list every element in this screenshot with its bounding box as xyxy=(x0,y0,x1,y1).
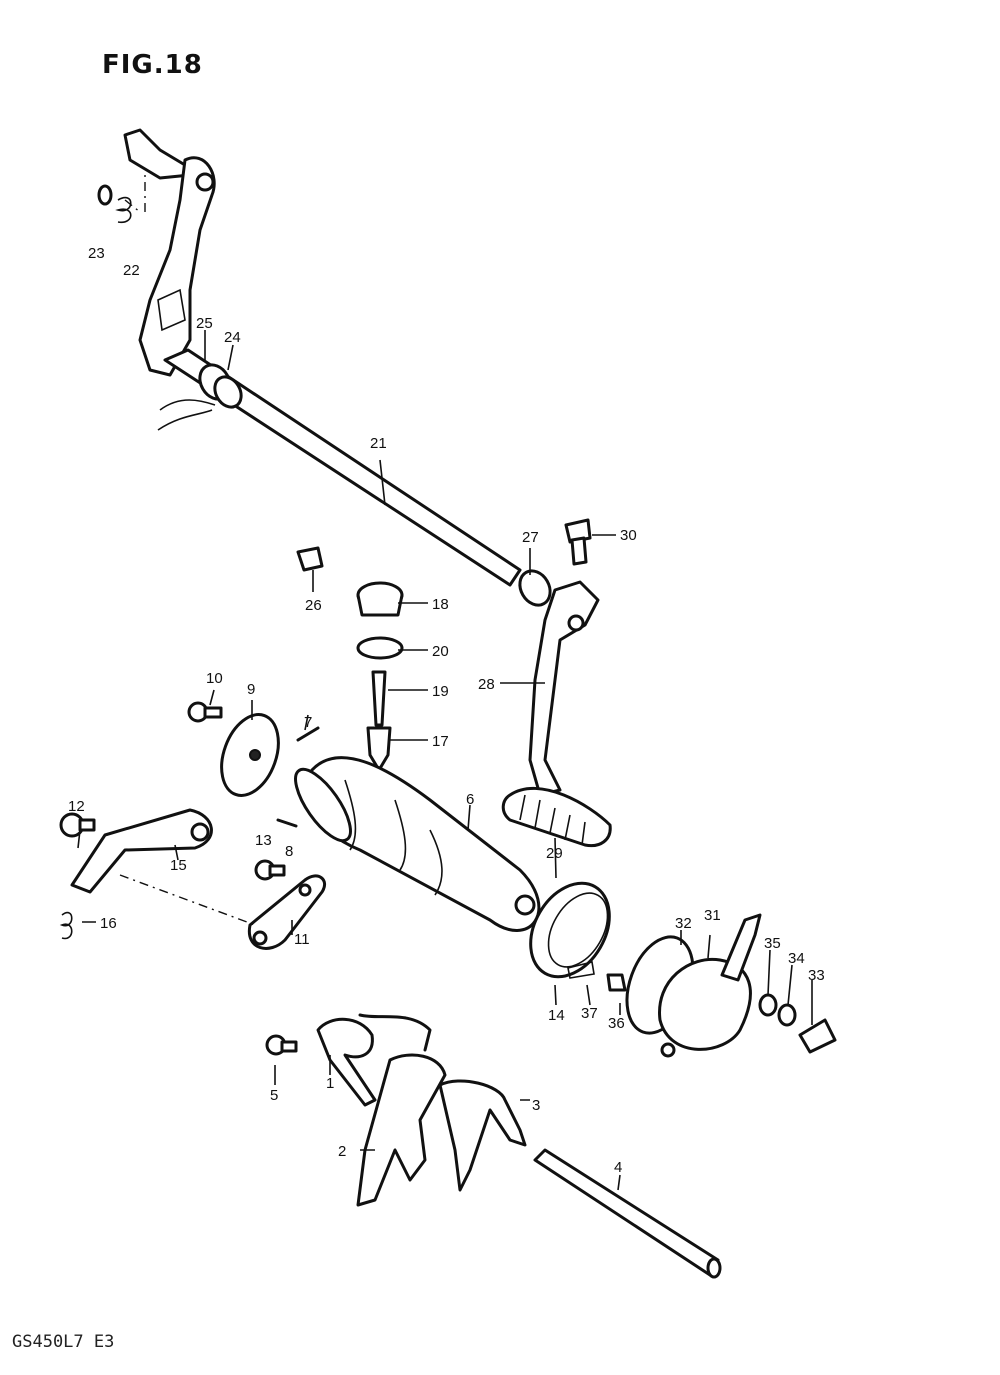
callout-36: 36 xyxy=(608,1015,625,1032)
bolt-12 xyxy=(59,812,96,838)
callout-25: 25 xyxy=(196,315,213,332)
callout-8: 8 xyxy=(285,843,293,860)
callout-27: 27 xyxy=(522,529,539,546)
callout-19: 19 xyxy=(432,683,449,700)
figure-title: FIG.18 xyxy=(102,50,203,80)
callout-37: 37 xyxy=(581,1005,598,1022)
footrest-rubber-29 xyxy=(501,786,612,848)
callout-16: 16 xyxy=(100,915,117,932)
stopper-17 xyxy=(366,726,392,772)
spring-16 xyxy=(59,911,73,940)
callout-26: 26 xyxy=(305,597,322,614)
callout-33: 33 xyxy=(808,967,825,984)
washer-20 xyxy=(356,636,404,660)
callout-21: 21 xyxy=(370,435,387,452)
bolt-30 xyxy=(564,518,592,566)
model-code: GS450L7 E3 xyxy=(12,1332,115,1352)
callout-4: 4 xyxy=(614,1159,622,1176)
circlip-23 xyxy=(97,184,113,206)
callout-6: 6 xyxy=(466,791,474,808)
leader-dash-15-11 xyxy=(119,874,256,926)
callout-24: 24 xyxy=(224,329,241,346)
callout-31: 31 xyxy=(704,907,721,924)
plug-18 xyxy=(356,581,404,617)
bolt-26 xyxy=(296,546,324,572)
callout-11: 11 xyxy=(294,931,310,948)
shift-fork-2 xyxy=(356,1053,447,1207)
screw-33 xyxy=(798,1018,837,1054)
leader-lines xyxy=(77,330,813,1191)
callout-30: 30 xyxy=(620,527,637,544)
callout-9: 9 xyxy=(247,681,255,698)
spring-19 xyxy=(371,670,387,727)
shift-fork-1 xyxy=(316,1013,432,1107)
callout-17: 17 xyxy=(432,733,449,750)
bearing-14 xyxy=(529,881,611,979)
callout-3: 3 xyxy=(532,1097,540,1114)
fork-shaft-4 xyxy=(533,1148,722,1279)
stopper-plate-9 xyxy=(220,713,280,797)
callout-1: 1 xyxy=(326,1075,334,1092)
pin-36 xyxy=(606,973,627,992)
bolt-13 xyxy=(254,859,286,881)
bolt-5 xyxy=(265,1034,298,1056)
spring-22 xyxy=(115,175,146,223)
callout-18: 18 xyxy=(432,596,449,613)
gearshift-lever-28 xyxy=(528,580,600,797)
cam-driven-gear-15 xyxy=(70,808,213,894)
callout-22: 22 xyxy=(123,262,140,279)
callout-10: 10 xyxy=(206,670,223,687)
washer-35 xyxy=(758,993,778,1017)
pin-7 xyxy=(296,726,320,742)
gearshift-arm-assembly xyxy=(123,128,216,377)
stopper-plate-11 xyxy=(247,874,327,950)
callout-32: 32 xyxy=(675,915,692,932)
gearshift-cam-drum-6 xyxy=(294,756,541,932)
callout-12: 12 xyxy=(68,798,85,815)
pin-8 xyxy=(276,818,298,828)
callout-2: 2 xyxy=(338,1143,346,1160)
callout-15: 15 xyxy=(170,857,187,874)
cover-31 xyxy=(658,913,762,1058)
callout-35: 35 xyxy=(764,935,781,952)
washer-34 xyxy=(777,1003,797,1027)
callout-23: 23 xyxy=(88,245,105,262)
spring-37 xyxy=(567,961,595,979)
bolt-10 xyxy=(187,701,223,723)
callout-14: 14 xyxy=(548,1007,565,1024)
callout-34: 34 xyxy=(788,950,805,967)
shift-fork-3 xyxy=(438,1079,527,1192)
callout-13: 13 xyxy=(255,832,272,849)
callout-29: 29 xyxy=(546,845,563,862)
callout-5: 5 xyxy=(270,1087,278,1104)
callout-7: 7 xyxy=(304,714,312,731)
callout-20: 20 xyxy=(432,643,449,660)
callout-28: 28 xyxy=(478,676,495,693)
gearshift-shaft-21 xyxy=(157,348,552,607)
